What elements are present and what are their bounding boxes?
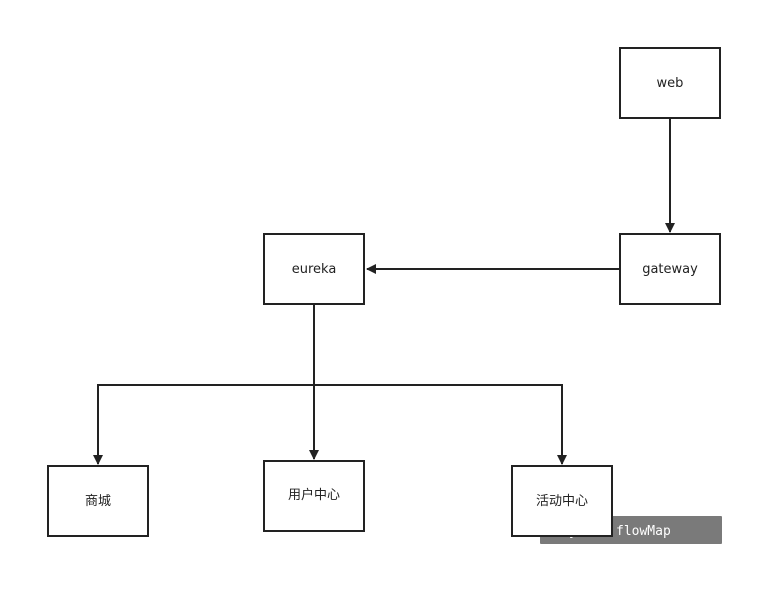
node-web-box[interactable] <box>619 47 721 119</box>
node-eureka-box[interactable] <box>263 233 365 305</box>
node-gateway-box[interactable] <box>619 233 721 305</box>
node-mall-label: 商城 <box>85 494 111 509</box>
edge-eureka-to-mall <box>93 384 314 465</box>
edges <box>93 118 675 465</box>
node-mall-box[interactable] <box>47 465 149 537</box>
node-web[interactable]: web <box>619 47 721 119</box>
node-eureka-label: eureka <box>292 262 337 277</box>
node-web-label: web <box>657 76 684 91</box>
node-activity-center-label: 活动中心 <box>536 494 588 509</box>
node-activity-center-box[interactable] <box>511 465 613 537</box>
node-activity-center[interactable]: 活动中心 <box>511 465 613 537</box>
node-gateway-label: gateway <box>642 262 698 277</box>
node-gateway[interactable]: gateway <box>619 233 721 305</box>
edge-eureka-to-activity-center <box>314 384 567 465</box>
node-user-center-label: 用户中心 <box>288 487 340 503</box>
node-user-center[interactable]: 用户中心 <box>263 460 365 532</box>
node-mall[interactable]: 商城 <box>47 465 149 537</box>
node-user-center-box[interactable] <box>263 460 365 532</box>
node-eureka[interactable]: eureka <box>263 233 365 305</box>
